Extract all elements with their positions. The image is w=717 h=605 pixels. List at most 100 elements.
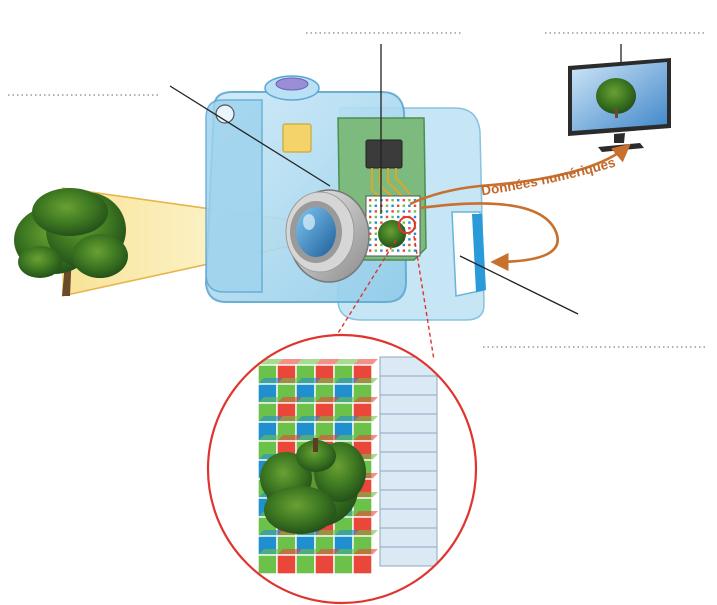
pixel-cell-top [296, 378, 321, 384]
sensor-dot [385, 204, 389, 207]
sensor-dot [374, 249, 377, 252]
pixel-cell-top [258, 397, 283, 403]
sensor-dot [374, 215, 377, 219]
sensor-dot [374, 238, 377, 241]
sensor-dot [397, 199, 400, 202]
arrow-to-card [419, 202, 559, 272]
pixel-cell-top [315, 397, 340, 403]
pixel-cell-top [353, 378, 378, 384]
sensor-dot [408, 199, 411, 202]
shutter-button [275, 77, 309, 91]
sensor-dot [391, 249, 394, 252]
sensor-dot [380, 249, 383, 252]
pixel-cell-top [258, 435, 283, 441]
sensor-dot [402, 199, 405, 202]
sensor-dot [402, 249, 405, 252]
processor-chip [365, 139, 403, 169]
sensor-dot [402, 221, 405, 224]
blank-callouts [8, 32, 705, 348]
zoom-lines [334, 235, 435, 361]
pixel-cell-top [258, 549, 283, 555]
flow-label-text: Données numériques [480, 155, 617, 199]
flow-label: Données numériques [480, 155, 617, 199]
pixel-cell-top [258, 378, 283, 384]
pixel-cell-top [334, 378, 359, 384]
sensor-dot [374, 227, 377, 230]
flash-window [282, 123, 312, 153]
pixel-cell [352, 554, 373, 575]
pixel-cell-back [379, 394, 438, 415]
sensor-dot [402, 210, 405, 213]
pixel-cell-top [334, 416, 359, 422]
sensor-dot [369, 210, 372, 213]
pixel-cell-back [379, 432, 438, 453]
sensor-dot [374, 243, 377, 247]
pixel-cell-top [296, 549, 321, 555]
pixel-cell-top [353, 397, 378, 403]
sensor-dot [369, 238, 372, 241]
pixel-cell-top [353, 435, 378, 441]
pixel-cell [314, 554, 335, 575]
pixel-cell-top [277, 416, 302, 422]
sensor-dot [413, 204, 417, 207]
sensor-dot [369, 221, 372, 224]
pixel-cell-top [353, 492, 378, 498]
pixel-cell-top [296, 359, 321, 365]
zoom-circle [206, 333, 478, 605]
sensor-dot [397, 215, 400, 219]
sensor-dot [369, 199, 372, 202]
sensor-dot [385, 210, 389, 213]
sensor-dot [369, 227, 372, 230]
tree-projection [260, 438, 366, 534]
pointer-lens [169, 85, 331, 187]
pixel-cell-back [379, 451, 438, 472]
sensor-dot [374, 221, 377, 224]
sensor-dot [402, 243, 405, 247]
pixel-cell-back [379, 413, 438, 434]
pixel-cell-top [353, 549, 378, 555]
pixel-cell-back [379, 546, 438, 567]
camera [204, 75, 486, 321]
pixel-cell-top [296, 416, 321, 422]
pixel-cell-top [315, 549, 340, 555]
pixel-cell-top [334, 549, 359, 555]
sensor-dot [408, 204, 411, 207]
pixel-cell-top [258, 416, 283, 422]
sensor-dot [397, 204, 400, 207]
image-sensor [365, 195, 421, 257]
sensor-dot [408, 243, 411, 247]
sensor-dot [385, 199, 389, 202]
sensor-dot [413, 215, 417, 219]
pixel-cell-top [353, 416, 378, 422]
pixel-cell-top [296, 397, 321, 403]
sensor-dot [385, 249, 389, 252]
sensor-dot [374, 199, 377, 202]
sensor-dot [408, 221, 411, 224]
sensor-dot [402, 204, 405, 207]
pixel-cell-top [334, 397, 359, 403]
sensor-dot [408, 238, 411, 241]
pixel-cell-top [258, 530, 283, 536]
sensor-dot [413, 210, 417, 213]
memory-card [451, 211, 486, 297]
sensor-dot [408, 249, 411, 252]
pixel-cell [276, 554, 297, 575]
pixel-cell-top [334, 435, 359, 441]
pixel-cell-top [315, 378, 340, 384]
sensor-dot [413, 232, 417, 235]
sensor-dot [369, 232, 372, 235]
pixel-cell-top [277, 378, 302, 384]
pixel-cell-top [334, 359, 359, 365]
sensor-dot [380, 215, 383, 219]
sensor-dot [374, 232, 377, 235]
sensor-dot [391, 199, 394, 202]
pixel-cell-top [277, 359, 302, 365]
sensor-dot [391, 204, 394, 207]
pixel-cell [257, 554, 278, 575]
monitor [568, 58, 671, 152]
sensor-dot [408, 232, 411, 235]
pixel-cell [333, 554, 354, 575]
sensor-dot [397, 249, 400, 252]
sensor-dot [413, 249, 417, 252]
